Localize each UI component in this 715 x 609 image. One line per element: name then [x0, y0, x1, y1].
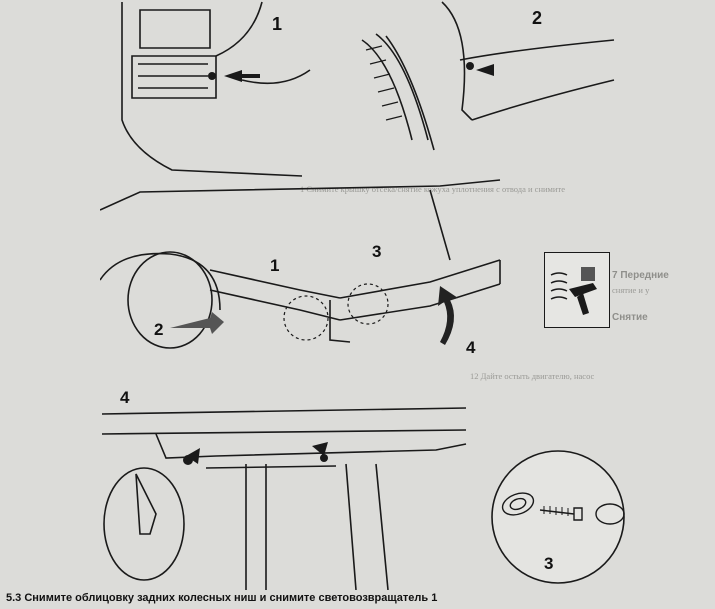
arrow-icon: [476, 64, 494, 76]
callout-2-arrow: 2: [154, 320, 164, 339]
bumper-edge-drawing: [361, 1, 615, 151]
bg-sub-right: снятие и у: [612, 285, 650, 295]
bg-title-right: 7 Передние: [612, 270, 669, 281]
arrow-icon: [312, 442, 328, 456]
paint-spray-icon-box: [544, 252, 610, 328]
illustration-2: 2: [352, 0, 615, 180]
illustration-4: 4: [96, 384, 476, 590]
spray-gun-icon: [550, 267, 597, 315]
callout-4-arrow: 4: [466, 338, 476, 357]
bumper-underside-drawing: [101, 407, 467, 590]
figure-caption: 5.3 Снимите облицовку задних колесных ни…: [6, 592, 438, 604]
callout-1: 1: [272, 14, 283, 34]
illustration-1: 1: [92, 0, 312, 180]
bg-section-right: Снятие: [612, 312, 648, 323]
callout-3-clip: 3: [372, 242, 382, 261]
callout-4-underside: 4: [120, 388, 130, 407]
illustration-5-detail: 3: [478, 444, 638, 590]
callout-3-detail: 3: [544, 554, 554, 573]
callout-2: 2: [532, 8, 543, 28]
tail-light-drawing: [121, 1, 311, 177]
arrow-icon: [170, 312, 224, 334]
clip-detail-drawing: [491, 450, 625, 584]
arrow-icon: [438, 286, 458, 345]
bg-mid-line: 12 Дайте остыть двигателю, насос: [470, 371, 595, 381]
arrow-icon: [186, 448, 200, 464]
rear-car-drawing: [100, 179, 501, 349]
arrow-icon: [224, 70, 242, 82]
illustration-3: 1 2 3 4: [100, 170, 530, 380]
callout-1-bumper: 1: [270, 256, 280, 275]
bg-top-band: 1 Снимите крышку отсека/снятие кожуха уп…: [300, 184, 565, 194]
